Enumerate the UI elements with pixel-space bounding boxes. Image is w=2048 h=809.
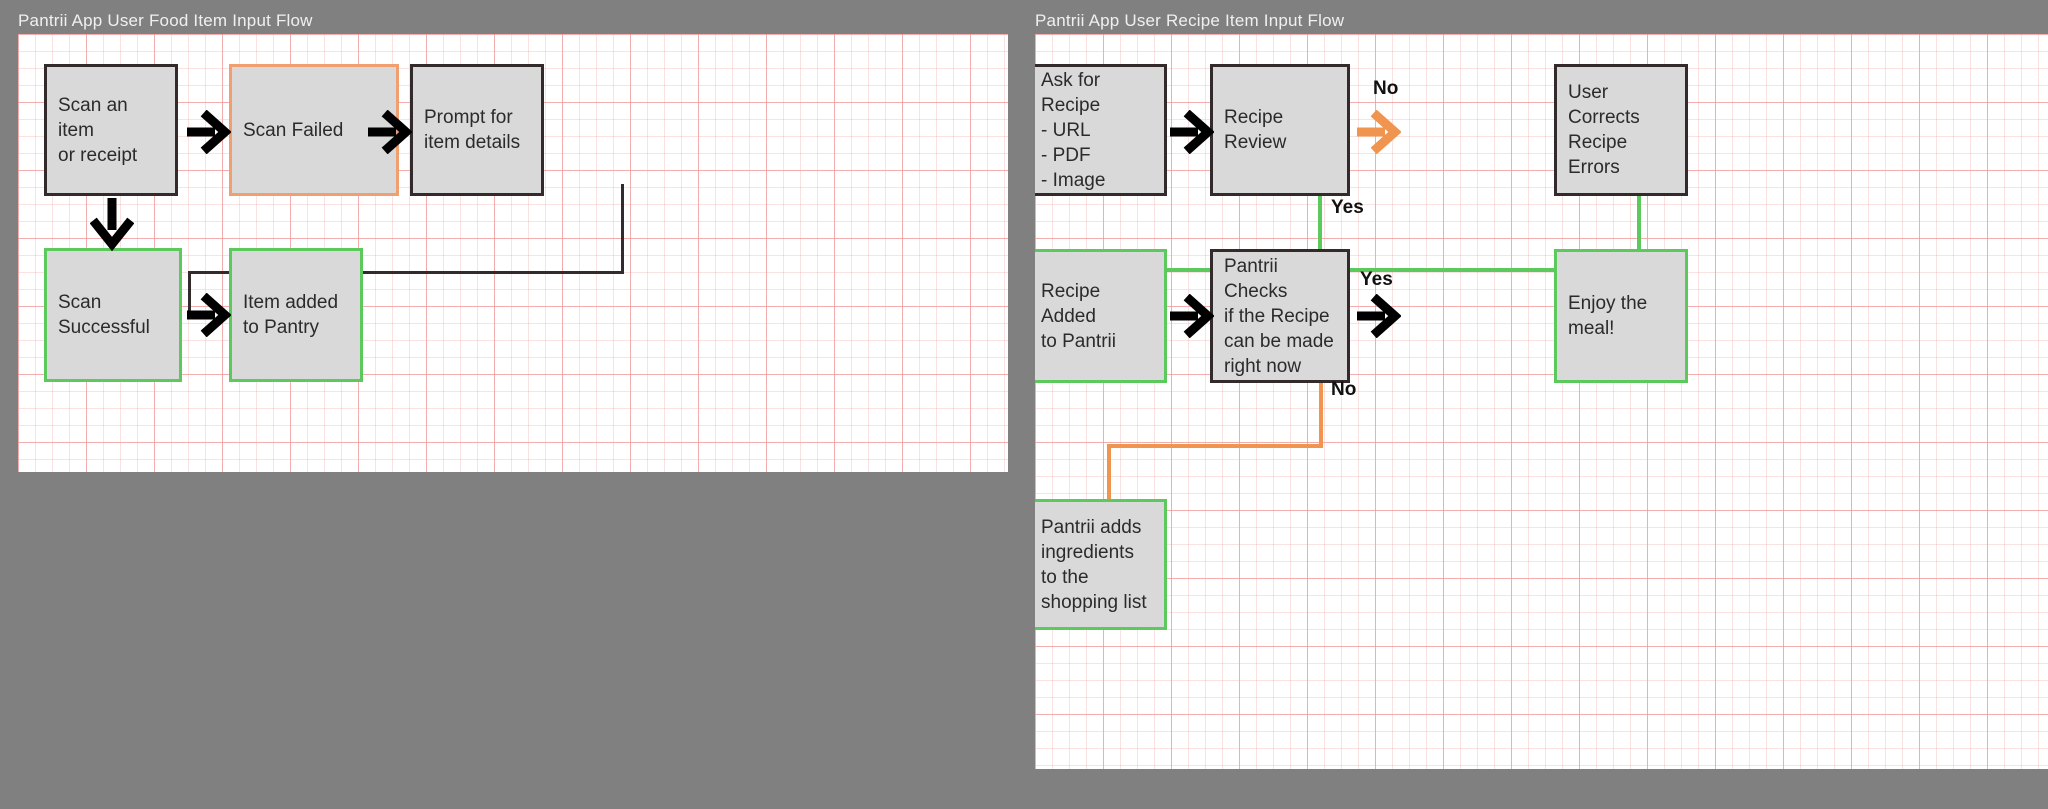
node-enjoy-meal[interactable]: Enjoy the meal! <box>1554 249 1688 383</box>
node-ask-for-recipe-label: Ask for Recipe - URL - PDF - Image <box>1041 69 1106 191</box>
node-prompt-details[interactable]: Prompt for item details <box>410 64 544 196</box>
arrow-right-checks-to-enjoy-meal <box>1355 294 1401 338</box>
edge-no-check-horizontal <box>1107 444 1323 448</box>
node-recipe-added-label: Recipe Added to Pantrii <box>1041 280 1116 352</box>
node-ask-for-recipe[interactable]: Ask for Recipe - URL - PDF - Image <box>1035 64 1167 196</box>
node-item-added[interactable]: Item added to Pantry <box>229 248 363 382</box>
edge-label-yes-review: Yes <box>1331 197 1364 218</box>
edge-no-check-to-adds-ingredients <box>1107 444 1111 501</box>
node-recipe-added[interactable]: Recipe Added to Pantrii <box>1035 249 1167 383</box>
edge-user-corrects-drop <box>1637 187 1641 272</box>
node-scan-item[interactable]: Scan an item or receipt <box>44 64 178 196</box>
arrow-right-scan-failed-to-prompt <box>366 110 412 154</box>
arrow-right-recipe-added-to-checks <box>1168 294 1214 338</box>
node-scan-item-label: Scan an item or receipt <box>58 94 138 166</box>
edge-yes-review-drop <box>1318 187 1322 272</box>
arrow-down-scan-item-to-scan-successful <box>90 196 134 252</box>
node-recipe-review[interactable]: Recipe Review <box>1210 64 1350 196</box>
canvas-food-flow[interactable]: Scan an item or receipt Scan Failed Prom… <box>18 34 1008 472</box>
node-enjoy-meal-label: Enjoy the meal! <box>1568 293 1648 339</box>
edge-yes-review-horizontal <box>1107 268 1641 272</box>
edge-prompt-to-scan-successful-drop <box>188 271 191 317</box>
arrow-right-scan-item-to-scan-failed <box>185 110 231 154</box>
panel-title-food-flow: Pantrii App User Food Item Input Flow <box>18 11 313 30</box>
node-adds-ingredients-label: Pantrii adds ingredients to the shopping… <box>1041 516 1147 613</box>
edge-label-yes-check: Yes <box>1360 269 1393 290</box>
node-user-corrects[interactable]: User Corrects Recipe Errors <box>1554 64 1688 196</box>
arrow-right-review-to-user-corrects <box>1355 110 1401 154</box>
node-prompt-details-label: Prompt for item details <box>424 107 521 153</box>
edge-label-no-review: No <box>1373 78 1399 99</box>
node-scan-successful-label: Scan Successful <box>58 292 150 338</box>
node-scan-successful[interactable]: Scan Successful <box>44 248 182 382</box>
node-scan-failed-label: Scan Failed <box>243 119 344 141</box>
edge-no-check-drop <box>1319 377 1323 447</box>
node-adds-ingredients[interactable]: Pantrii adds ingredients to the shopping… <box>1035 499 1167 630</box>
panel-title-recipe-flow: Pantrii App User Recipe Item Input Flow <box>1035 11 1345 30</box>
node-pantrii-checks-label: Pantrii Checks if the Recipe can be made… <box>1224 255 1334 377</box>
edge-prompt-to-scan-successful-horizontal <box>188 271 624 274</box>
edge-label-no-check: No <box>1331 379 1357 400</box>
node-item-added-label: Item added to Pantry <box>243 292 339 338</box>
node-pantrii-checks[interactable]: Pantrii Checks if the Recipe can be made… <box>1210 249 1350 383</box>
edge-prompt-to-scan-successful <box>621 184 624 274</box>
arrow-right-scan-successful-to-item-added <box>185 293 231 337</box>
node-user-corrects-label: User Corrects Recipe Errors <box>1568 82 1640 178</box>
node-recipe-review-label: Recipe Review <box>1224 107 1287 153</box>
arrow-right-ask-to-review <box>1168 110 1214 154</box>
canvas-recipe-flow[interactable]: Ask for Recipe - URL - PDF - Image Recip… <box>1035 34 2048 769</box>
